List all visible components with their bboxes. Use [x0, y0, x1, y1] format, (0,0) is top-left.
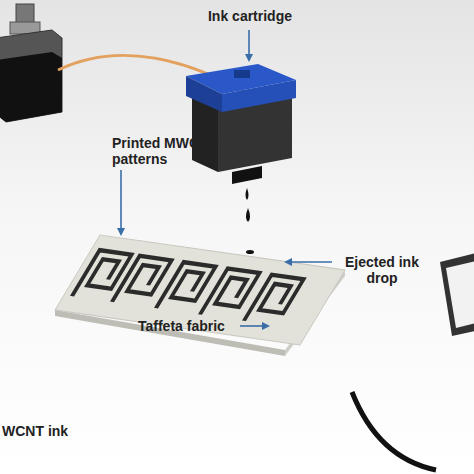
part-label: WCNT ink [2, 423, 102, 439]
cable-curve [352, 392, 436, 470]
device [440, 252, 474, 336]
ink-drop [246, 188, 255, 254]
part-label: Taffeta fabric [138, 318, 238, 334]
part-label: Ink cartridge [200, 8, 300, 24]
taffeta-fabric [55, 235, 345, 356]
ink-bottle [0, 4, 62, 122]
part-label: Ejected ink drop [336, 254, 428, 286]
ink-cartridge [186, 64, 296, 184]
leader-arrow [121, 30, 332, 326]
part-label: Printed MWCNT patterns [112, 135, 220, 167]
mwcnt-pattern [72, 250, 304, 325]
